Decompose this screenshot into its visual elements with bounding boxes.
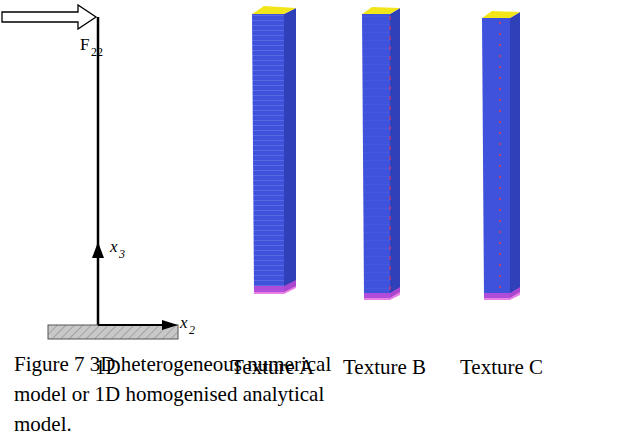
- force-label: F: [80, 36, 89, 53]
- axis-arrow: [92, 242, 104, 258]
- force-subscript: 22: [91, 46, 103, 58]
- axis-arrow: [162, 320, 178, 330]
- force-arrow: [2, 5, 96, 29]
- model-label: Texture C: [460, 357, 543, 378]
- axis-label: x: [180, 314, 188, 331]
- model-label: Texture B: [343, 357, 426, 378]
- figure-caption: Figure 7 3D heterogeneous numerical mode…: [14, 349, 344, 439]
- column-c: [482, 11, 520, 300]
- axis-subscript: 3: [119, 248, 125, 260]
- column-a: [252, 6, 296, 294]
- axis-line: [98, 324, 172, 326]
- beam-line: [97, 17, 100, 325]
- ground: [48, 325, 178, 339]
- axis-label: x: [110, 238, 118, 255]
- column-b: [362, 7, 400, 300]
- axis-subscript: 2: [189, 324, 195, 336]
